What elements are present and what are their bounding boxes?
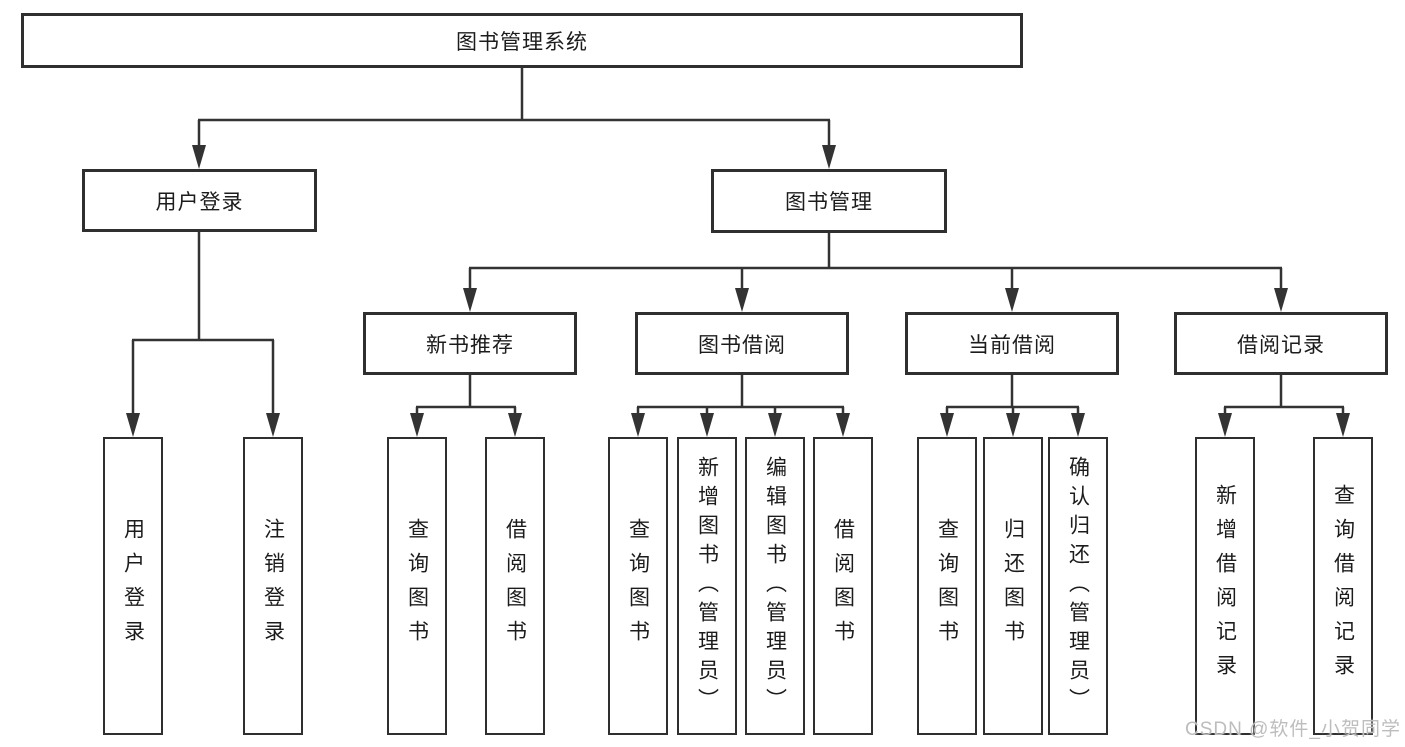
leaf-confirm-return-admin-label: 确认归还（管理员）	[1066, 455, 1090, 717]
leaf-user-login-label: 用户登录	[121, 518, 145, 654]
leaf-borrow-books-label: 借阅图书	[831, 518, 855, 654]
leaf-return-book-label: 归还图书	[1001, 518, 1025, 654]
leaf-query-borrow-record: 查询借阅记录	[1313, 437, 1373, 735]
leaf-query-books-recommend-label: 查询图书	[405, 518, 429, 654]
node-root: 图书管理系统	[21, 13, 1023, 68]
node-borrow-records: 借阅记录	[1174, 312, 1388, 375]
leaf-query-books-current-label: 查询图书	[935, 518, 959, 654]
leaf-confirm-return-admin: 确认归还（管理员）	[1048, 437, 1108, 735]
leaf-add-book-admin: 新增图书（管理员）	[677, 437, 737, 735]
node-current-borrow-label: 当前借阅	[968, 333, 1056, 357]
node-user-login-label: 用户登录	[155, 190, 244, 214]
leaf-add-borrow-record-label: 新增借阅记录	[1213, 484, 1237, 688]
leaf-add-borrow-record: 新增借阅记录	[1195, 437, 1255, 735]
node-user-login: 用户登录	[82, 169, 317, 232]
leaf-edit-book-admin-label: 编辑图书（管理员）	[763, 455, 787, 717]
node-borrow-records-label: 借阅记录	[1237, 333, 1325, 357]
leaf-user-login: 用户登录	[103, 437, 163, 735]
leaf-query-books-borrow-label: 查询图书	[626, 518, 650, 654]
leaf-logout-label: 注销登录	[261, 518, 285, 654]
node-book-borrow: 图书借阅	[635, 312, 849, 375]
node-new-book-recommend-label: 新书推荐	[426, 333, 514, 357]
leaf-borrow-books-recommend: 借阅图书	[485, 437, 545, 735]
leaf-query-books-recommend: 查询图书	[387, 437, 447, 735]
node-current-borrow: 当前借阅	[905, 312, 1119, 375]
leaf-add-book-admin-label: 新增图书（管理员）	[695, 455, 719, 717]
node-book-management-label: 图书管理	[785, 191, 873, 214]
leaf-edit-book-admin: 编辑图书（管理员）	[745, 437, 805, 735]
leaf-logout: 注销登录	[243, 437, 303, 735]
watermark: CSDN @软件_小贺同学	[1185, 719, 1401, 740]
leaf-return-book: 归还图书	[983, 437, 1043, 735]
node-root-label: 图书管理系统	[456, 30, 588, 54]
leaf-query-borrow-record-label: 查询借阅记录	[1331, 484, 1355, 688]
leaf-query-books-current: 查询图书	[917, 437, 977, 735]
leaf-query-books-borrow: 查询图书	[608, 437, 668, 735]
node-book-borrow-label: 图书借阅	[698, 333, 786, 357]
node-new-book-recommend: 新书推荐	[363, 312, 577, 375]
leaf-borrow-books: 借阅图书	[813, 437, 873, 735]
leaf-borrow-books-recommend-label: 借阅图书	[503, 518, 527, 654]
node-book-management: 图书管理	[711, 169, 947, 233]
